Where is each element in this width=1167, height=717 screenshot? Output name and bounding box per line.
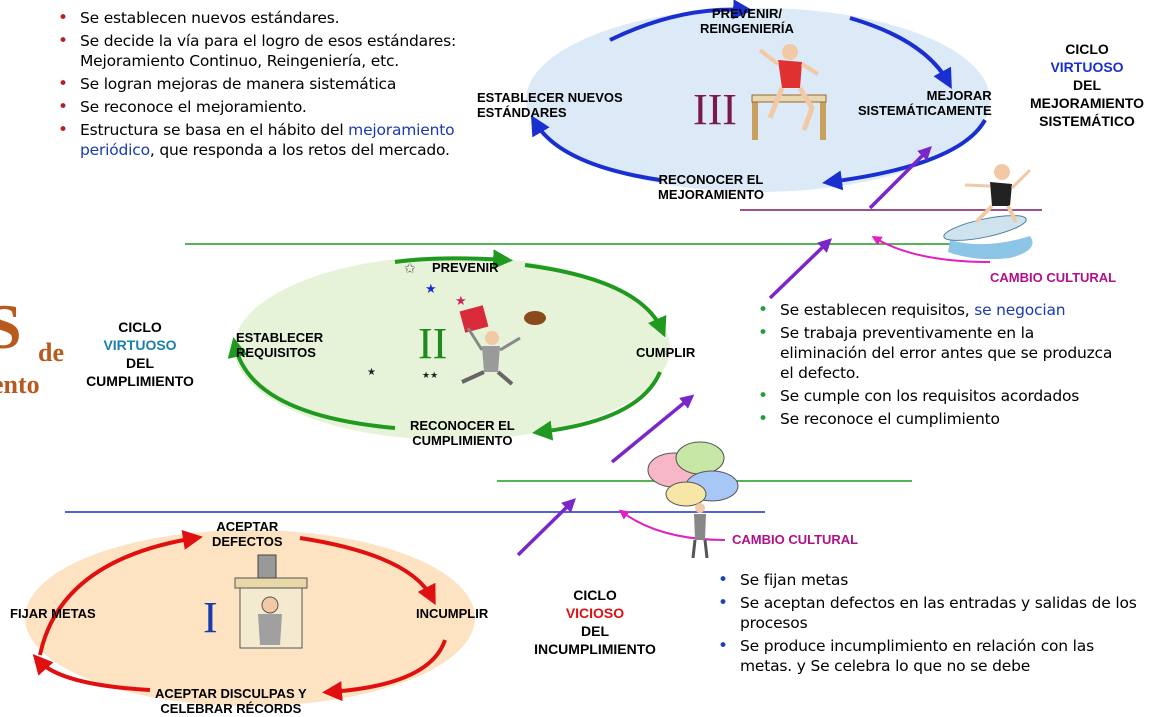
svg-text:★: ★ xyxy=(425,282,437,297)
svg-text:★★: ★★ xyxy=(422,371,438,381)
list-item: •Se establecen requisitos, se negocian xyxy=(758,300,1066,320)
cycle2-numeral: II xyxy=(418,319,448,368)
list-item: •Estructura se basa en el hábito del mej… xyxy=(58,120,455,159)
list-item: •Se produce incumplimiento en relación c… xyxy=(718,636,1094,675)
side-ento-text: ento xyxy=(0,370,40,399)
cycle2-bottom-label: RECONOCER EL CUMPLIMIENTO xyxy=(410,418,515,448)
compliance-list: •Se establecen requisitos, se negocian •… xyxy=(752,300,1162,432)
cycle1-bottom-label: ACEPTAR DISCULPAS Y CELEBRAR RÉCORDS xyxy=(155,686,307,716)
cycle2-left-label: ESTABLECER REQUISITOS xyxy=(236,330,324,360)
cycle2-title: CICLO VIRTUOSO DEL CUMPLIMIENTO xyxy=(86,319,194,389)
cycle1-top-label: ACEPTAR DEFECTOS xyxy=(212,519,283,549)
cycle1-left-label: FIJAR METAS xyxy=(10,606,96,621)
list-item: •Se reconoce el cumplimiento xyxy=(758,409,1000,429)
list-item: •Se decide la vía para el logro de esos … xyxy=(58,31,457,70)
jumping-figure-illustration: ✩ ★ ★ ★ ★★ xyxy=(367,261,546,386)
list-item: •Se cumple con los requisitos acordados xyxy=(758,386,1080,406)
cycle2-right-label: CUMPLIR xyxy=(636,345,696,360)
cambio-cultural-label-bottom: CAMBIO CULTURAL xyxy=(732,532,859,547)
thinker-clouds-illustration xyxy=(647,441,739,559)
svg-text:★: ★ xyxy=(455,294,467,309)
list-item: •Se establecen nuevos estándares. xyxy=(58,8,340,28)
runner-hurdle-illustration xyxy=(751,44,827,140)
cycle3-title: CICLO VIRTUOSO DEL MEJORAMIENTO SISTEMÁT… xyxy=(1029,41,1145,129)
cycle3-left-label: ESTABLECER NUEVOS ESTÁNDARES xyxy=(477,90,623,120)
improvement-list: •Se establecen nuevos estándares. •Se de… xyxy=(52,8,522,163)
cycle3-top-label: PREVENIR/ REINGENIERÍA xyxy=(700,6,794,36)
list-item: •Se aceptan defectos en las entradas y s… xyxy=(718,593,1137,632)
list-item: •Se reconoce el mejoramiento. xyxy=(58,97,307,117)
noncompliance-list: •Se fijan metas •Se aceptan defectos en … xyxy=(712,570,1137,679)
cycle3-numeral: III xyxy=(693,85,737,134)
cycle1-right-label: INCUMPLIR xyxy=(416,606,489,621)
cycle1-numeral: I xyxy=(203,593,218,642)
cambio-cultural-label-top: CAMBIO CULTURAL xyxy=(990,270,1117,285)
cycle3-bottom-label: RECONOCER EL MEJORAMIENTO xyxy=(658,172,764,202)
side-de-text: de xyxy=(38,338,64,367)
svg-text:★: ★ xyxy=(367,367,376,378)
list-item: •Se trabaja preventivamente en la elimin… xyxy=(758,323,1113,382)
svg-text:✩: ✩ xyxy=(404,261,416,277)
surfer-illustration xyxy=(943,164,1033,260)
cycle3-right-label: MEJORAR SISTEMÁTICAMENTE xyxy=(858,88,992,118)
list-item: •Se logran mejoras de manera sistemática xyxy=(58,74,397,94)
cycle2-ellipse xyxy=(234,256,670,440)
cycle2-top-label: PREVENIR xyxy=(432,260,499,275)
list-item: •Se fijan metas xyxy=(718,570,849,590)
cycle1-title: CICLO VICIOSO DEL INCUMPLIMIENTO xyxy=(534,587,656,657)
side-big-letter: S xyxy=(0,291,22,362)
desk-figure-illustration xyxy=(234,554,308,649)
